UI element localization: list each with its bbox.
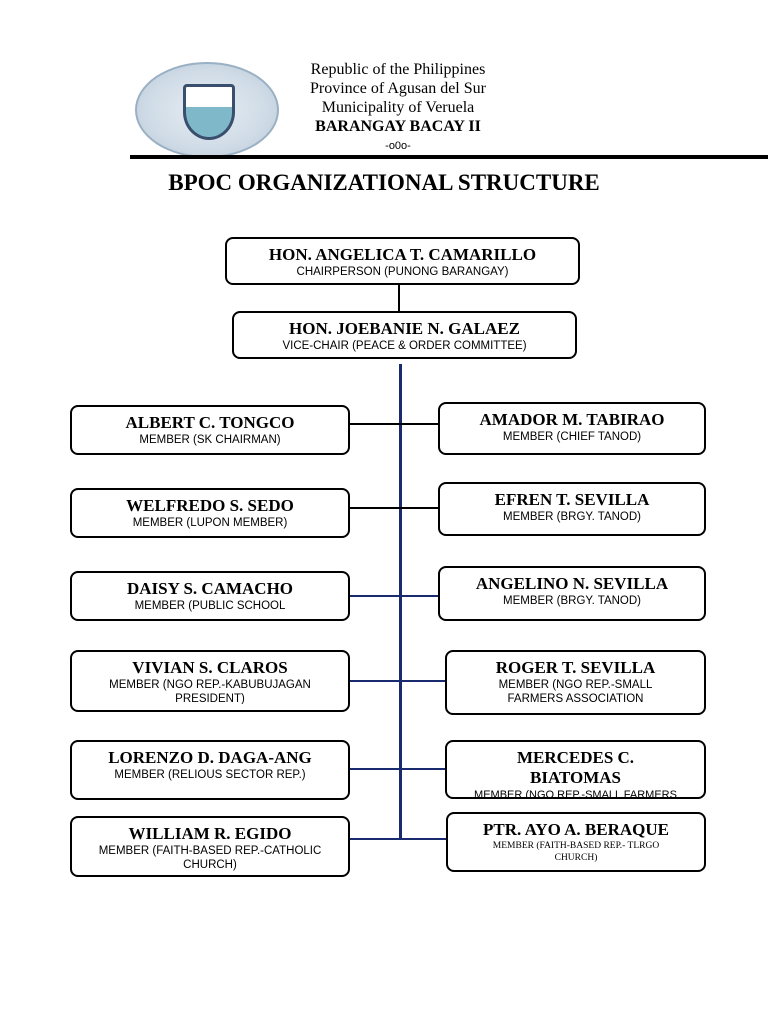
member-role: MEMBER (SK CHAIRMAN) <box>139 434 281 446</box>
connector-line <box>350 423 440 425</box>
connector-line <box>350 507 440 509</box>
connector-line <box>350 768 446 770</box>
connector-trunk <box>399 364 402 840</box>
member-role: MEMBER (BRGY. TANOD) <box>502 511 642 523</box>
vice-chair-box: HON. JOEBANIE N. GALAEZ VICE-CHAIR (PEAC… <box>232 311 577 359</box>
shield-icon <box>183 84 235 140</box>
header-municipality: Municipality of Veruela <box>321 99 475 116</box>
member-name: PTR. AYO A. BERAQUE <box>483 820 669 839</box>
member-box: MERCEDES C. BIATOMAS MEMBER (NGO REP.-SMA… <box>445 740 706 799</box>
member-role: MEMBER (NGO REP.-SMALL FARMERS ASSOCIATI… <box>498 679 653 705</box>
member-box: WILLIAM R. EGIDO MEMBER (FAITH-BASED REP.… <box>70 816 350 877</box>
barangay-seal-logo <box>135 62 279 158</box>
member-name: HON. ANGELICA T. CAMARILLO <box>268 245 537 264</box>
member-box: ANGELINO N. SEVILLA MEMBER (BRGY. TANOD) <box>438 566 706 621</box>
member-role: MEMBER (FAITH-BASED REP.- TLRGO CHURCH) <box>492 841 660 863</box>
header-republic: Republic of the Philippines <box>310 61 486 78</box>
member-role: MEMBER (CHIEF TANOD) <box>502 431 642 443</box>
member-name: HON. JOEBANIE N. GALAEZ <box>289 319 520 338</box>
connector-line <box>350 680 446 682</box>
member-box: DAISY S. CAMACHO MEMBER (PUBLIC SCHOOL <box>70 571 350 621</box>
member-role: MEMBER (PUBLIC SCHOOL <box>134 600 286 612</box>
header-province: Province of Agusan del Sur <box>310 80 486 97</box>
member-role: MEMBER (RELIOUS SECTOR REP.) <box>114 769 306 781</box>
member-box: VIVIAN S. CLAROS MEMBER (NGO REP.-KABUBUJ… <box>70 650 350 712</box>
member-box: AMADOR M. TABIRAO MEMBER (CHIEF TANOD) <box>438 402 706 455</box>
member-name: WILLIAM R. EGIDO <box>128 824 292 843</box>
member-role: VICE-CHAIR (PEACE & ORDER COMMITTEE) <box>282 340 527 352</box>
member-name: ROGER T. SEVILLA <box>495 658 656 677</box>
member-box: WELFREDO S. SEDO MEMBER (LUPON MEMBER) <box>70 488 350 538</box>
connector-line <box>350 595 440 597</box>
header-barangay: BARANGAY BACAY II <box>315 118 481 135</box>
member-box: EFREN T. SEVILLA MEMBER (BRGY. TANOD) <box>438 482 706 536</box>
member-box: ALBERT C. TONGCO MEMBER (SK CHAIRMAN) <box>70 405 350 455</box>
member-role: MEMBER (NGO REP.-KABUBUJAGAN PRESIDENT) <box>109 679 311 704</box>
member-role: MEMBER (NGO REP.-SMALL FARMERS <box>474 789 677 798</box>
member-name: DAISY S. CAMACHO <box>126 579 294 598</box>
member-role: MEMBER (BRGY. TANOD) <box>502 595 642 607</box>
member-name: LORENZO D. DAGA-ANG <box>108 748 312 767</box>
member-name: EFREN T. SEVILLA <box>494 490 650 509</box>
member-box: LORENZO D. DAGA-ANG MEMBER (RELIOUS SECTO… <box>70 740 350 800</box>
connector-line <box>398 284 400 312</box>
member-name: ANGELINO N. SEVILLA <box>475 574 669 593</box>
connector-line <box>350 838 446 840</box>
member-box: ROGER T. SEVILLA MEMBER (NGO REP.-SMALL F… <box>445 650 706 715</box>
member-box: PTR. AYO A. BERAQUE MEMBER (FAITH-BASED R… <box>446 812 706 872</box>
chairperson-box: HON. ANGELICA T. CAMARILLO CHAIRPERSON (… <box>225 237 580 285</box>
member-name: ALBERT C. TONGCO <box>125 413 295 432</box>
page-title: BPOC ORGANIZATIONAL STRUCTURE <box>168 170 600 195</box>
member-name: MERCEDES C. BIATOMAS <box>516 748 635 787</box>
header-divider <box>130 155 768 159</box>
member-name: VIVIAN S. CLAROS <box>132 658 288 677</box>
member-role: CHAIRPERSON (PUNONG BARANGAY) <box>296 266 509 278</box>
member-name: WELFREDO S. SEDO <box>126 496 294 515</box>
member-role: MEMBER (LUPON MEMBER) <box>132 517 288 529</box>
member-role: MEMBER (FAITH-BASED REP.-CATHOLIC CHURCH… <box>98 845 322 871</box>
header-ornament: -o0o- <box>385 140 411 152</box>
member-name: AMADOR M. TABIRAO <box>479 410 665 429</box>
